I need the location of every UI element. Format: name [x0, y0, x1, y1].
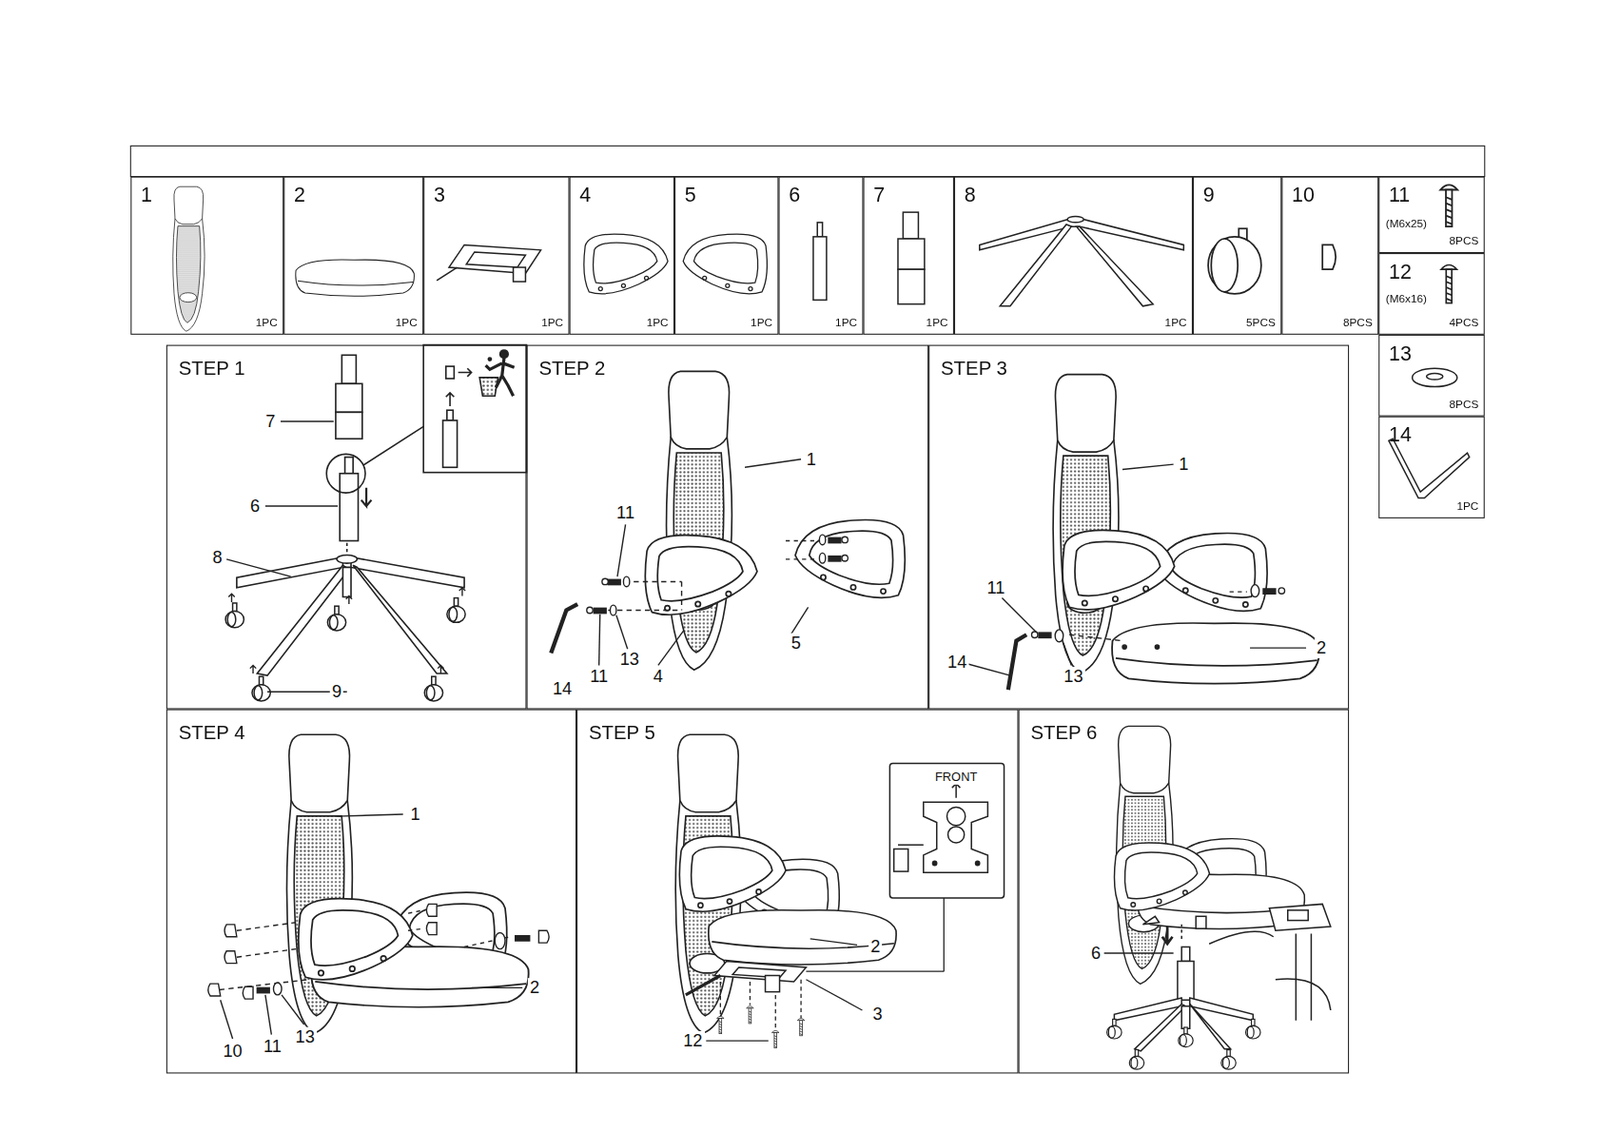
- part-number: 9: [1203, 184, 1215, 205]
- quantity: 5PCS: [1246, 317, 1276, 330]
- callout-number: 2: [527, 977, 542, 997]
- step-heading: STEP 2: [538, 358, 605, 378]
- callout-number: 4: [651, 666, 665, 686]
- part-number: 8: [964, 184, 976, 205]
- part-cell: 3 1PC: [423, 176, 569, 335]
- callout-number: 13: [292, 1027, 317, 1047]
- quantity: 1PC: [750, 317, 773, 330]
- callout-number: 1: [804, 449, 819, 469]
- quantity: 8PCS: [1449, 235, 1480, 248]
- callout-number: 6: [1089, 943, 1103, 963]
- part-cell: 9 5PCS: [1192, 176, 1282, 335]
- callout-number: 12: [681, 1031, 705, 1051]
- quantity: 1PC: [541, 317, 564, 330]
- callout-number: 6: [248, 496, 262, 516]
- part-number: 11: [1388, 184, 1410, 205]
- screw-size: (M6x16): [1385, 292, 1427, 305]
- callout-number: 2: [868, 936, 882, 957]
- part-cell: 13 8PCS: [1378, 334, 1485, 417]
- part-number: 2: [293, 184, 306, 205]
- callout-number: 11: [614, 503, 637, 523]
- callout-number: 13: [1061, 666, 1086, 686]
- part-number: 4: [579, 184, 591, 205]
- callout-number: 13: [618, 649, 643, 669]
- part-number: 7: [873, 184, 885, 205]
- part-cell: 1 1PC: [130, 176, 284, 335]
- callout-number: 7: [263, 411, 277, 431]
- callout-number: 11: [984, 578, 1007, 598]
- step-panel: STEP 6: [1018, 709, 1350, 1074]
- step-panel: STEP 2: [526, 345, 930, 710]
- part-cell: 5 1PC: [674, 176, 779, 335]
- part-number: 10: [1291, 184, 1315, 205]
- step-panel: STEP 3: [928, 345, 1349, 710]
- step-panel: STEP 5: [576, 709, 1018, 1074]
- part-cell: 6 1PC: [778, 176, 863, 335]
- part-cell: 14 1PC: [1378, 416, 1485, 519]
- callout-number: 11: [587, 666, 610, 686]
- callout-number: 9: [330, 682, 344, 702]
- step-heading: STEP 6: [1030, 721, 1097, 742]
- quantity: 1PC: [1456, 501, 1479, 513]
- step-panel: STEP 4: [166, 709, 577, 1074]
- part-cell: 10 8PCS: [1281, 176, 1379, 335]
- part-number: 6: [788, 184, 800, 205]
- callout-number: 14: [945, 652, 970, 672]
- part-number: 1: [140, 184, 153, 205]
- step-panel: STEP 1: [166, 345, 527, 710]
- step-heading: STEP 1: [178, 358, 246, 378]
- quantity: 1PC: [646, 317, 669, 330]
- quantity: 1PC: [255, 317, 278, 330]
- callout-number: 1: [408, 804, 422, 824]
- quantity: 1PC: [926, 317, 949, 330]
- direction-note: FRONT: [933, 769, 980, 784]
- callout-number: 8: [210, 547, 224, 567]
- part-cell: 12 (M6x16) 4PCS: [1378, 253, 1485, 335]
- callout-number: 3: [870, 1004, 884, 1024]
- callout-number: 14: [550, 679, 575, 699]
- quantity: 8PCS: [1449, 398, 1480, 410]
- step-heading: STEP 3: [940, 358, 1008, 378]
- part-cell: 2 1PC: [283, 176, 424, 335]
- callout-number: 5: [788, 633, 802, 653]
- part-number: 12: [1388, 261, 1412, 282]
- quantity: 1PC: [1165, 317, 1188, 330]
- part-number: 13: [1388, 342, 1412, 363]
- part-number: 5: [684, 184, 697, 205]
- quantity: 8PCS: [1343, 317, 1373, 330]
- callout-number: 1: [1176, 454, 1191, 474]
- part-cell: 7 1PC: [863, 176, 955, 335]
- quantity: 1PC: [835, 317, 858, 330]
- callout-number: 2: [1314, 638, 1328, 658]
- quantity: 4PCS: [1449, 317, 1480, 330]
- part-cell: 11 (M6x25) 8PCS: [1378, 176, 1485, 254]
- callout-number: 10: [220, 1041, 245, 1061]
- step-heading: STEP 5: [588, 721, 656, 742]
- quantity: 1PC: [395, 317, 418, 330]
- part-cell: 4 1PC: [569, 176, 675, 335]
- callout-number: 11: [261, 1036, 284, 1056]
- screw-size: (M6x25): [1385, 218, 1427, 231]
- part-number: 3: [433, 184, 446, 205]
- part-number: 14: [1388, 424, 1412, 445]
- part-cell: 8 1PC: [954, 176, 1193, 335]
- step-heading: STEP 4: [178, 721, 246, 742]
